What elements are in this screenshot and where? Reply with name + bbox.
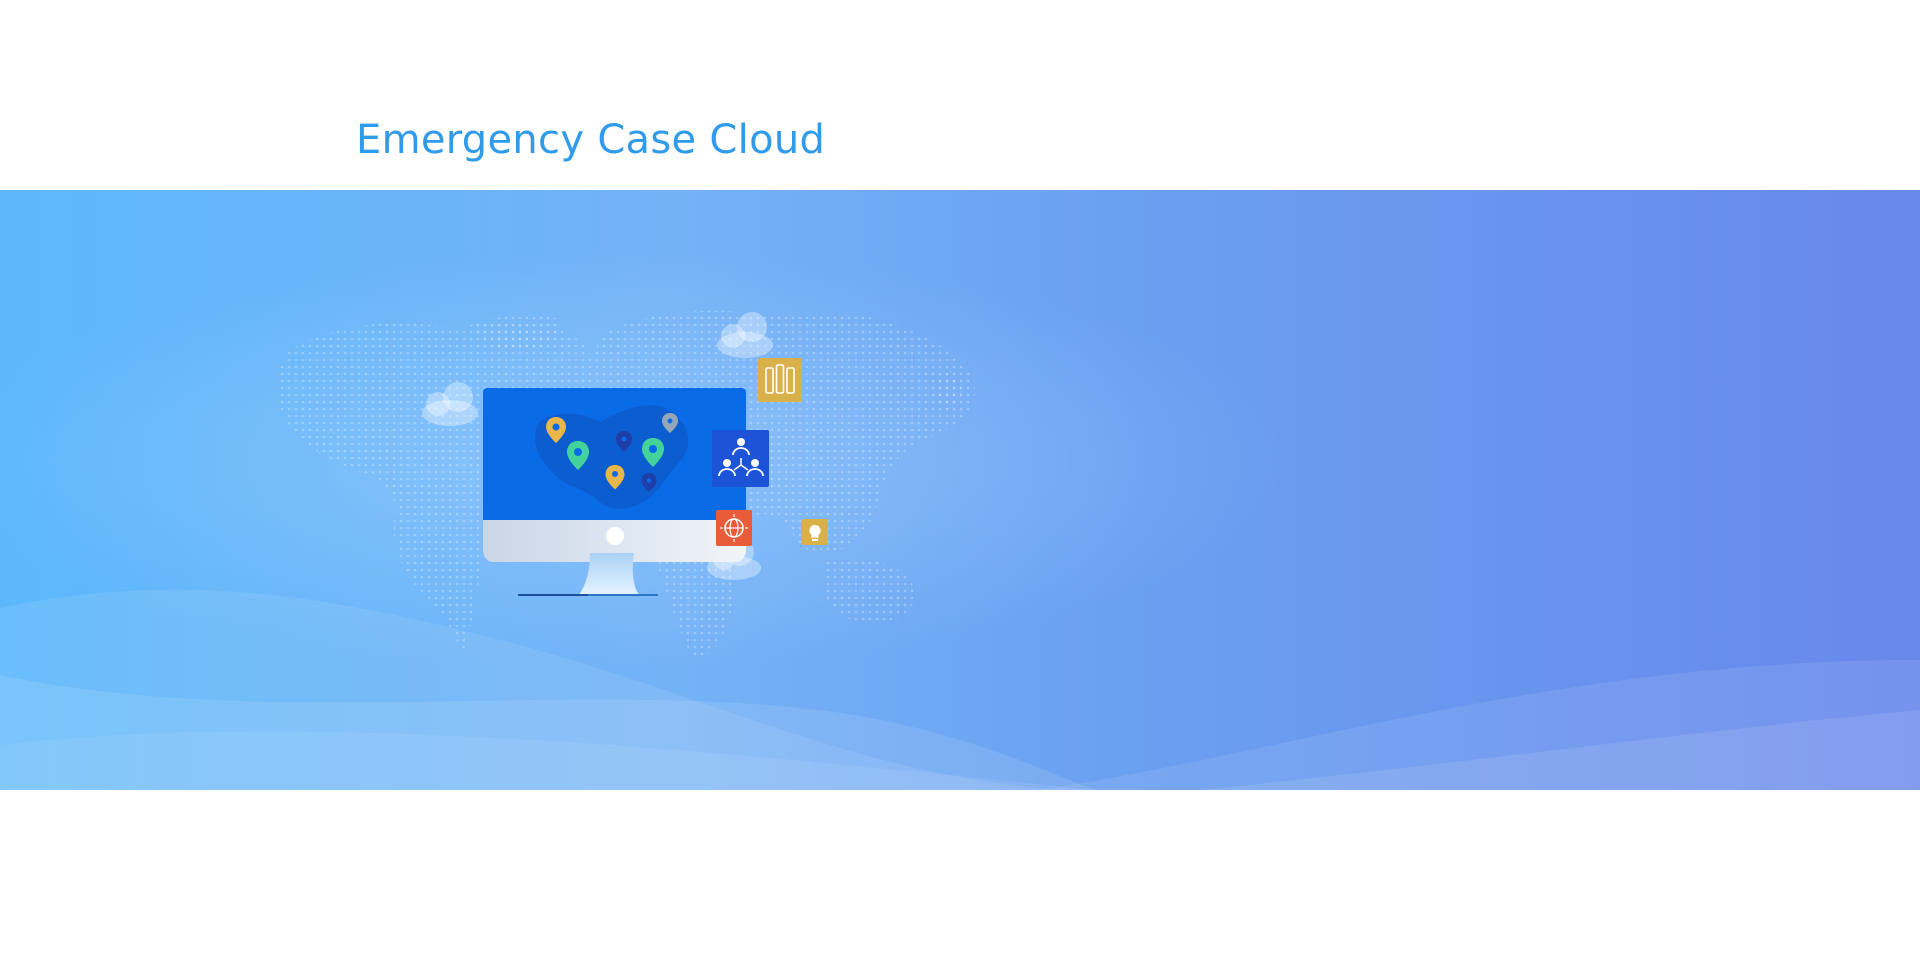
hero-banner: [0, 190, 1920, 790]
globe-icon: [716, 510, 752, 546]
page-title: Emergency Case Cloud: [356, 117, 826, 163]
map-pin-icon: [546, 413, 678, 492]
monitor-icon: [483, 388, 746, 596]
people-network-icon: [712, 430, 769, 487]
footer-area: [0, 790, 1920, 980]
book-icon: [758, 358, 802, 402]
header: Emergency Case Cloud: [0, 0, 1920, 190]
lightbulb-icon: [802, 519, 828, 545]
banner-illustration: [0, 190, 1920, 790]
